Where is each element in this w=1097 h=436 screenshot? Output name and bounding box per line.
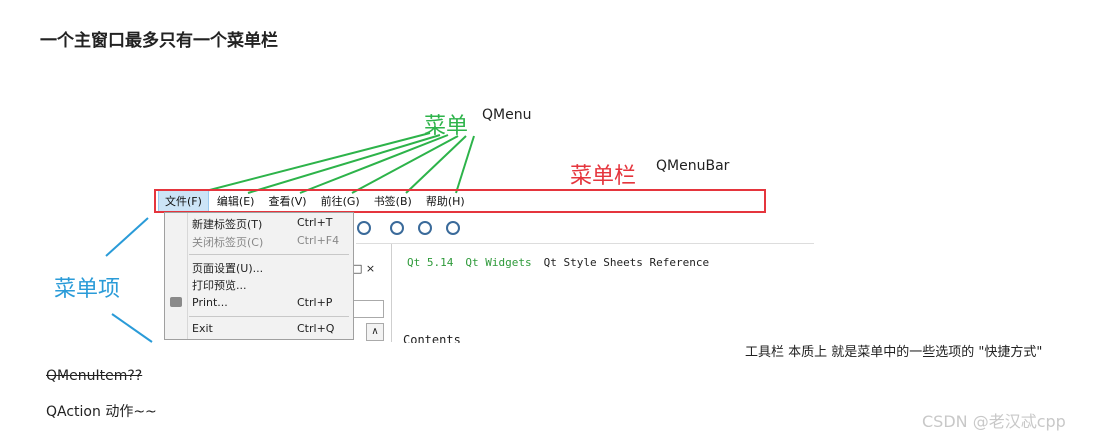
panel-splitter[interactable] [391,244,392,342]
index-search-input[interactable] [352,300,384,318]
menubar-label-cn: 菜单栏 [570,164,637,189]
toolbar-divider [356,243,814,244]
qmenuitem-note: QMenuItem?? [46,368,143,384]
zoom-reset-icon[interactable] [446,221,460,235]
menu-file[interactable]: 文件(F) [158,190,209,212]
qaction-note: QAction 动作~~ [46,404,157,420]
breadcrumb: Qt 5.14 Qt Widgets Qt Style Sheets Referen… [407,256,709,269]
menu-bookmarks[interactable]: 书签(B) [373,195,412,208]
menu-label-en: QMenu [482,107,532,123]
breadcrumb-link-qt[interactable]: Qt 5.14 [407,256,454,269]
printer-icon [170,297,182,307]
file-menu-dropdown: 新建标签页(T) Ctrl+T 关闭标签页(C) Ctrl+F4 页面设置(U)… [164,212,354,340]
menu-icon-gutter [187,213,188,339]
menu-item-label: 打印预览... [192,279,247,292]
menu-go[interactable]: 前往(G) [320,195,360,208]
breadcrumb-current: Qt Style Sheets Reference [543,256,710,269]
menu-item-print-preview[interactable]: 打印预览... [165,277,353,293]
panel-float-close-buttons[interactable]: □ × [352,262,376,275]
menu-separator [189,254,349,255]
watermark: CSDN @老汉忒cpp [922,412,1066,431]
menu-item-label: 页面设置(U)... [192,262,264,275]
menu-item-exit[interactable]: Exit Ctrl+Q [165,322,353,338]
zoom-out-icon[interactable] [418,221,432,235]
menubar-label-en: QMenuBar [656,158,730,174]
menu-item-label: Print... [192,296,228,309]
zoom-in-icon[interactable] [390,221,404,235]
menuitem-label-cn: 菜单项 [54,277,121,302]
page-heading: 一个主窗口最多只有一个菜单栏 [40,31,278,51]
menu-view[interactable]: 查看(V) [268,195,307,208]
menu-item-label: 关闭标签页(C) [192,236,264,249]
menu-edit[interactable]: 编辑(E) [216,195,255,208]
menu-item-new-tab[interactable]: 新建标签页(T) Ctrl+T [165,216,353,232]
menu-help[interactable]: 帮助(H) [425,195,465,208]
menu-item-print[interactable]: Print... Ctrl+P [165,296,353,312]
zoom-icon[interactable] [357,221,371,235]
toolbar-note: 工具栏 本质上 就是菜单中的一些选项的 "快捷方式" [745,345,1043,360]
menu-item-label: Exit [192,322,213,335]
menu-item-shortcut: Ctrl+P [297,296,333,309]
contents-heading: Contents [403,333,461,343]
menubar-highlight-box [154,189,766,213]
menu-label-cn: 菜单 [424,114,469,139]
menu-item-shortcut: Ctrl+Q [297,322,335,335]
menu-item-label: 新建标签页(T) [192,218,263,231]
menubar: 文件(F) 编辑(E) 查看(V) 前往(G) 书签(B) 帮助(H) [158,190,758,212]
menu-item-close-tab[interactable]: 关闭标签页(C) Ctrl+F4 [165,234,353,250]
breadcrumb-link-widgets[interactable]: Qt Widgets [465,256,532,269]
menu-item-shortcut: Ctrl+T [297,216,333,229]
menu-separator [189,316,349,317]
menu-item-page-setup[interactable]: 页面设置(U)... [165,260,353,276]
scroll-up-button[interactable]: ∧ [366,323,384,341]
menu-item-shortcut: Ctrl+F4 [297,234,340,247]
